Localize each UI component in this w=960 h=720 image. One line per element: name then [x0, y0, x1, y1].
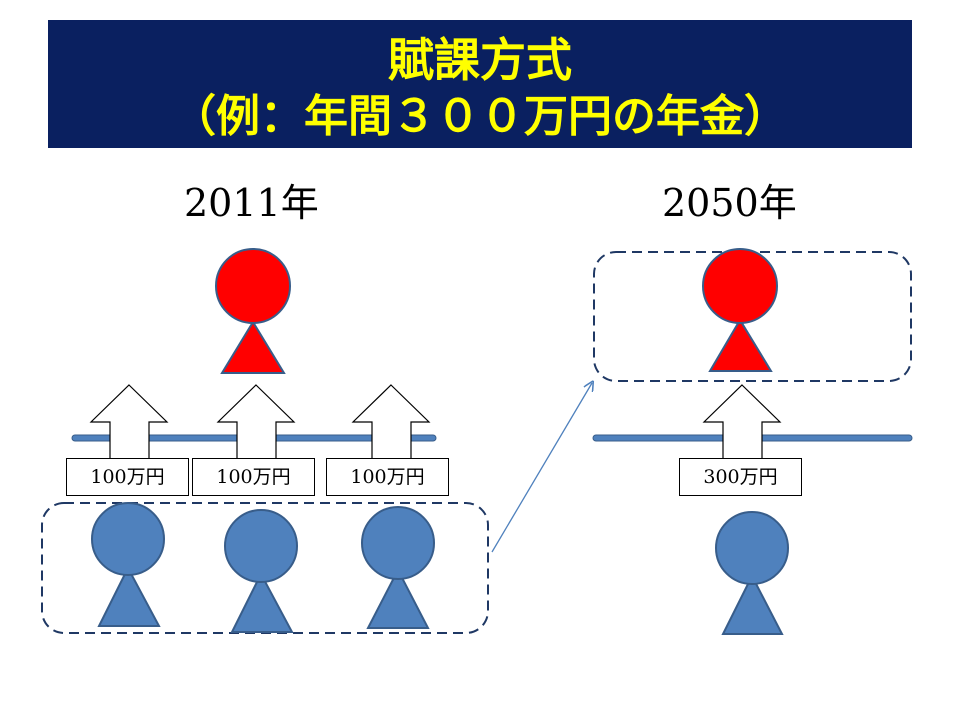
up-arrow-1 — [89, 384, 169, 461]
worker-figure-1 — [91, 502, 165, 627]
retiree-figure-right — [702, 248, 778, 372]
up-arrow-2 — [216, 384, 296, 461]
amount-box-2: 100万円 — [192, 458, 315, 496]
amount-box-right: 300万円 — [679, 458, 802, 496]
title-main: 賦課方式 — [388, 33, 572, 87]
up-arrow-3 — [351, 384, 431, 461]
amount-box-3: 100万円 — [326, 458, 449, 496]
title-example: （例：年間３００万円の年金） — [172, 91, 788, 142]
transfer-arrow — [491, 383, 592, 553]
title-banner: 賦課方式 （例：年間３００万円の年金） — [48, 20, 912, 148]
up-arrow-right — [702, 384, 782, 461]
worker-figure-3 — [361, 506, 435, 629]
retiree-figure-left — [215, 248, 291, 374]
year-label-2050: 2050年 — [662, 181, 797, 225]
year-label-2011: 2011年 — [184, 181, 319, 225]
worker-figure-2 — [224, 509, 298, 633]
amount-box-1: 100万円 — [66, 458, 189, 496]
worker-figure-right — [715, 511, 789, 635]
